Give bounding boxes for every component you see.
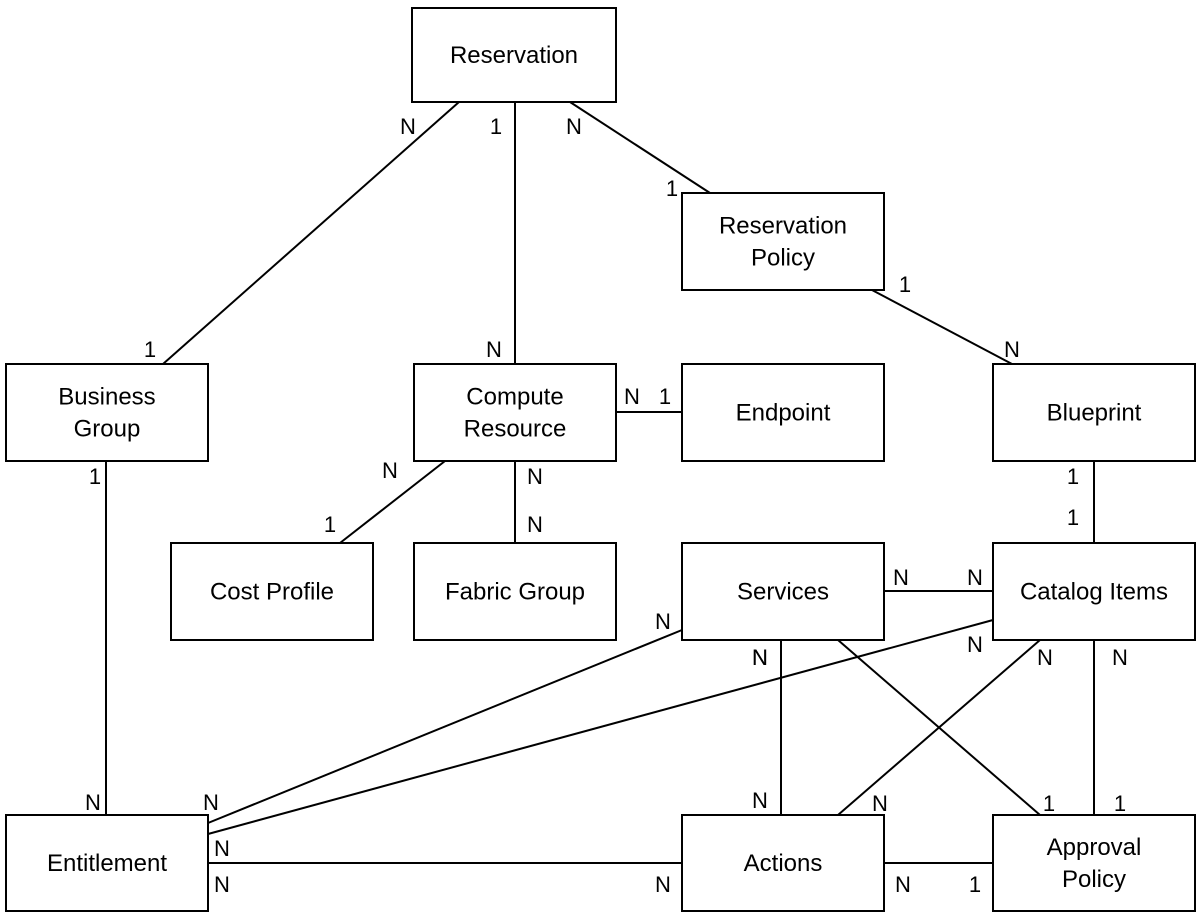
entity-box-cost-profile [170,542,374,641]
cardinality-reservation-to-compute-resource-to: N [486,337,502,362]
cardinality-compute-resource-to-endpoint-from: N [624,384,640,409]
entity-fabric-group: Fabric Group [413,542,617,641]
cardinality-reservation-policy-to-blueprint-to: N [1004,337,1020,362]
cardinality-business-group-to-entitlement-from: 1 [89,464,101,489]
cardinality-compute-resource-to-cost-profile-from: N [382,458,398,483]
entity-label-endpoint: Endpoint [736,400,831,427]
cardinality-reservation-to-business-group-to: 1 [144,337,156,362]
entity-endpoint: Endpoint [681,363,885,462]
relationship-line-compute-resource-to-cost-profile [339,460,446,544]
relationship-line-reservation-policy-to-blueprint [871,289,1013,365]
cardinality-reservation-to-compute-resource-from: 1 [490,114,502,139]
relationship-line-reservation-to-business-group [162,101,460,365]
cardinality-catalog-items-to-actions-from: N [1037,645,1053,670]
entity-actions: Actions [681,814,885,912]
cardinality-compute-resource-to-fabric-group-to: N [527,512,543,537]
entity-label-entitlement: Entitlement [47,850,167,877]
entity-box-catalog-items [992,542,1196,641]
entity-label-fabric-group: Fabric Group [445,579,585,606]
cardinality-catalog-items-to-entitlement-to: N [214,836,230,861]
entity-label-reservation: Reservation [450,42,578,69]
cardinality-actions-to-approval-policy-to: 1 [969,872,981,897]
entity-boxes: ReservationReservationPolicyBusinessGrou… [5,7,1196,912]
cardinality-actions-to-approval-policy-from: N [895,872,911,897]
relationship-line-services-to-entitlement [207,629,683,824]
entity-label-reservation-policy-line-1: Reservation [719,213,847,240]
cardinality-blueprint-to-catalog-items-from: 1 [1067,464,1079,489]
cardinality-compute-resource-to-cost-profile-to: 1 [324,512,336,537]
entity-label-catalog-items: Catalog Items [1020,579,1168,606]
entity-box-fabric-group [413,542,617,641]
cardinality-catalog-items-to-entitlement-from: N [967,632,983,657]
entity-services: Services [681,542,885,641]
cardinality-entitlement-to-actions-from: N [214,872,230,897]
entity-box-blueprint [992,363,1196,462]
cardinality-reservation-to-reservation-policy-to: 1 [666,176,678,201]
entity-box-actions [681,814,885,912]
entity-box-endpoint [681,363,885,462]
entity-box-business-group [5,363,209,462]
cardinality-catalog-items-to-approval-policy-to: 1 [1114,791,1126,816]
entity-blueprint: Blueprint [992,363,1196,462]
cardinality-reservation-policy-to-blueprint-from: 1 [899,272,911,297]
entity-box-reservation [411,7,617,103]
entity-entitlement: Entitlement [5,814,209,912]
cardinality-services-to-catalog-items-from: N [893,565,909,590]
relationship-line-catalog-items-to-entitlement [207,619,994,835]
entity-label-reservation-policy-line-2: Policy [751,245,815,272]
entity-label-blueprint: Blueprint [1047,400,1142,427]
entity-box-entitlement [5,814,209,912]
relationship-line-services-to-approval-policy [837,639,1041,816]
cardinality-services-to-approval-policy-to: 1 [1043,791,1055,816]
cardinality-services-to-entitlement-from: N [655,609,671,634]
entity-label-approval-policy-line-2: Policy [1062,866,1126,893]
entity-box-compute-resource [413,363,617,462]
cardinality-business-group-to-entitlement-to: N [85,790,101,815]
cardinality-services-to-actions-from: N [752,645,768,670]
cardinality-services-to-approval-policy-from: N [752,645,768,670]
entity-label-business-group-line-2: Group [74,416,141,443]
entity-label-business-group-line-1: Business [58,384,155,411]
cardinality-services-to-entitlement-to: N [203,790,219,815]
relationship-line-reservation-to-reservation-policy [569,101,711,194]
cardinality-services-to-catalog-items-to: N [967,565,983,590]
cardinality-compute-resource-to-fabric-group-from: N [527,464,543,489]
entity-reservation: Reservation [411,7,617,103]
entity-box-services [681,542,885,641]
entity-box-reservation-policy [681,192,885,291]
cardinality-catalog-items-to-approval-policy-from: N [1112,645,1128,670]
cardinality-catalog-items-to-actions-to: N [872,791,888,816]
cardinality-reservation-to-business-group-from: N [400,114,416,139]
entity-label-services: Services [737,579,829,606]
entity-label-compute-resource-line-2: Resource [464,416,567,443]
entity-cost-profile: Cost Profile [170,542,374,641]
cardinality-compute-resource-to-endpoint-to: 1 [659,384,671,409]
cardinality-reservation-to-reservation-policy-from: N [566,114,582,139]
entity-label-approval-policy-line-1: Approval [1047,834,1142,861]
cardinality-entitlement-to-actions-to: N [655,872,671,897]
entity-box-approval-policy [992,814,1196,912]
entity-label-compute-resource-line-1: Compute [466,384,563,411]
relationship-lines [105,101,1095,864]
entity-catalog-items: Catalog Items [992,542,1196,641]
cardinality-blueprint-to-catalog-items-to: 1 [1067,505,1079,530]
entity-label-cost-profile: Cost Profile [210,579,334,606]
cardinality-services-to-actions-to: N [752,788,768,813]
entity-label-actions: Actions [744,850,823,877]
